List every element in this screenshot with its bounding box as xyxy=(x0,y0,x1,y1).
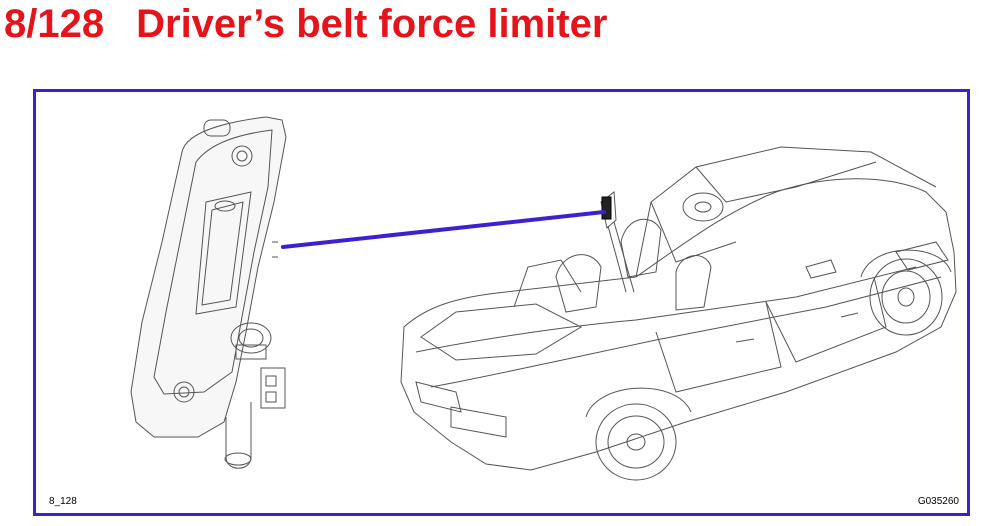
figure-code-right: G035260 xyxy=(917,496,959,507)
force-limiter-unit xyxy=(230,322,286,409)
illustration xyxy=(130,116,957,481)
page-number: 8/128 xyxy=(4,2,105,46)
figure-code-left: 8_128 xyxy=(49,496,77,507)
rear-wheel xyxy=(585,387,692,481)
steering-wheel xyxy=(682,192,724,222)
page-heading: Driver’s belt force limiter xyxy=(136,2,608,46)
page-title: 8/128 Driver’s belt force limiter xyxy=(4,0,607,48)
illustration-frame: 8_128 G035260 xyxy=(33,89,970,516)
anchor-bolt xyxy=(203,119,231,137)
front-wheel xyxy=(860,249,952,336)
pointer-line xyxy=(281,210,606,249)
car-illustration xyxy=(400,146,957,481)
b-pillar-detail xyxy=(130,116,287,469)
